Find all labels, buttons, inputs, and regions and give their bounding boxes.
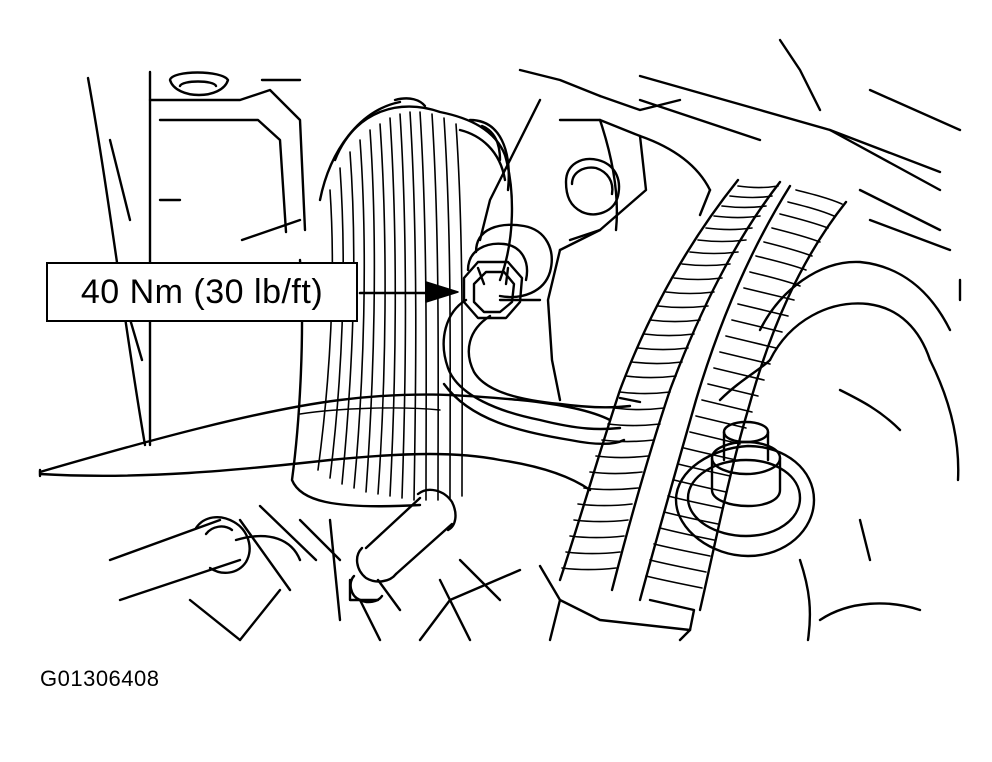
torque-callout-box: 40 Nm (30 lb/ft) — [46, 262, 358, 322]
cross-tube — [38, 393, 612, 492]
figure-id-label: G01306408 — [40, 666, 160, 691]
right-mount — [718, 260, 960, 642]
corrugated-hose-left — [558, 178, 782, 592]
pulley — [290, 97, 514, 508]
callout-leader-arrow — [358, 281, 459, 303]
pressure-fitting — [462, 223, 553, 320]
hose-clamp-block — [538, 564, 696, 642]
pressure-line — [442, 298, 642, 445]
mount-bolt — [674, 420, 816, 558]
lower-pipe-stub-left — [108, 504, 342, 602]
lower-pipe-stub-center — [328, 488, 457, 642]
housing-plate — [478, 68, 712, 402]
misc-structure — [158, 198, 962, 642]
corrugated-hose-right — [638, 184, 848, 612]
upper-frame — [638, 38, 962, 252]
torque-spec-label: 40 Nm (30 lb/ft) — [80, 272, 324, 311]
left-bracket — [86, 70, 307, 447]
